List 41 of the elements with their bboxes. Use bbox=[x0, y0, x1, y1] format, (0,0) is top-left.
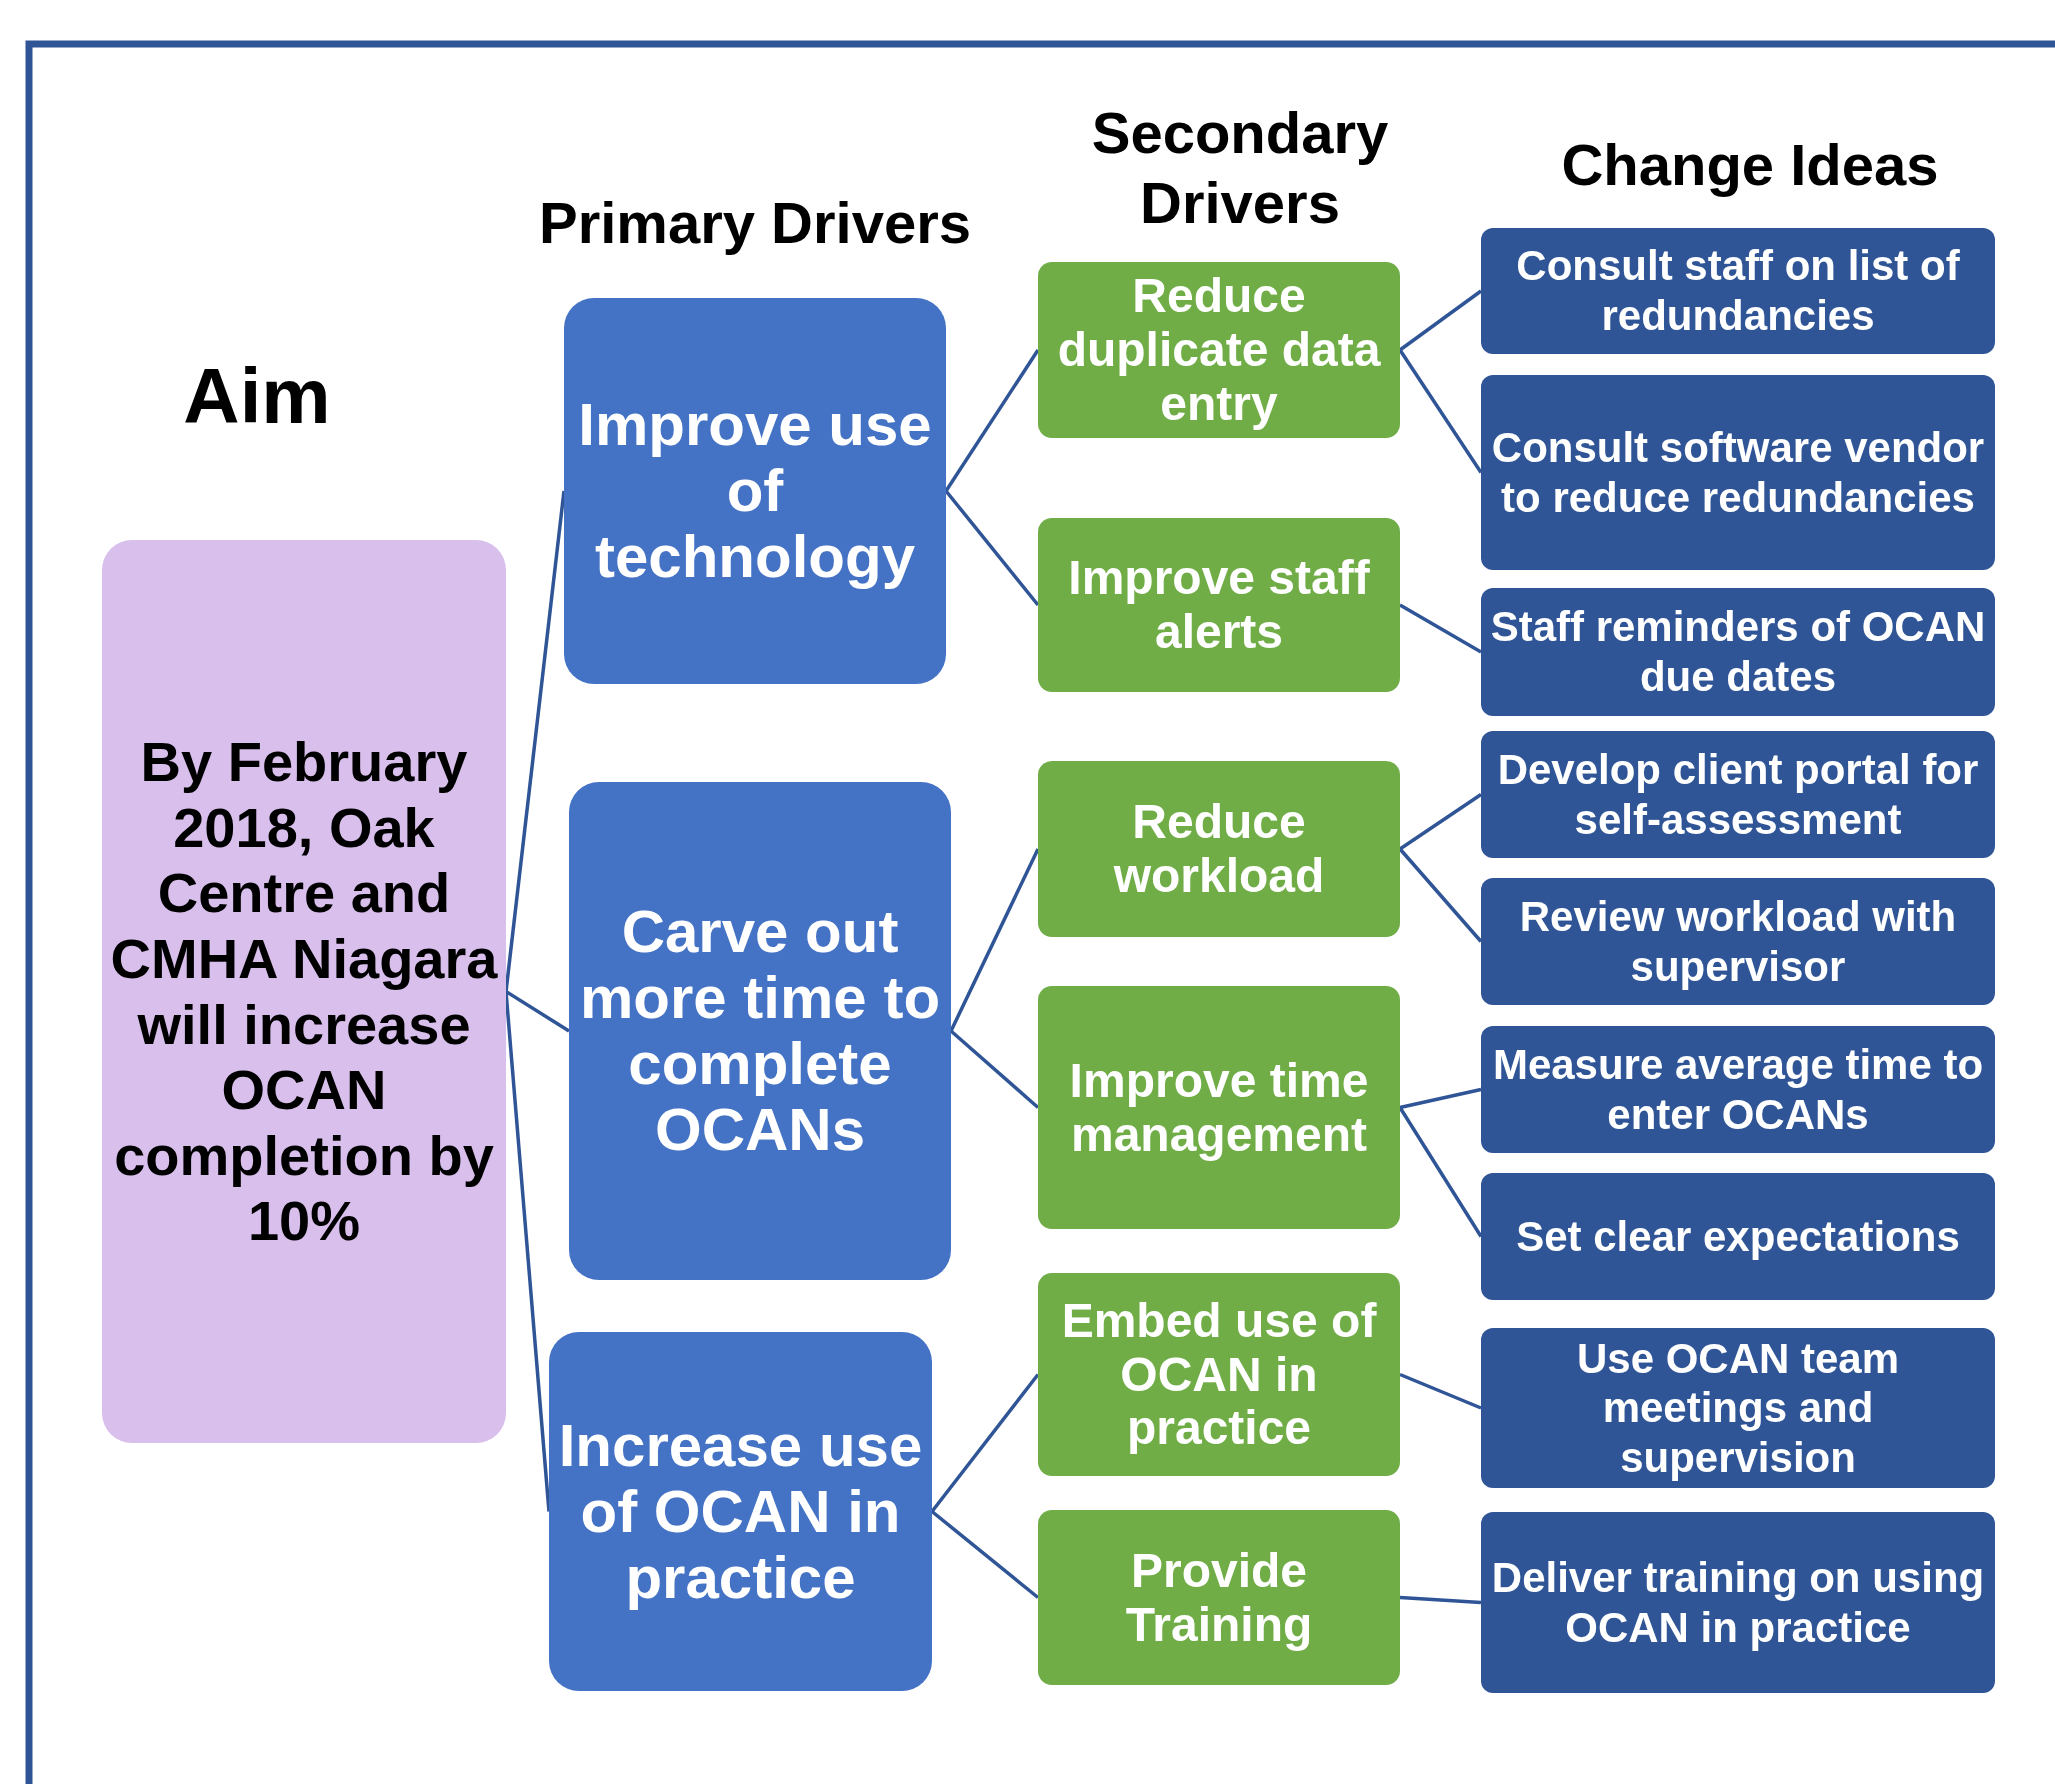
change-idea-box: Staff reminders of OCAN due dates bbox=[1481, 588, 1995, 716]
secondary-driver-box: Embed use of OCAN in practice bbox=[1038, 1273, 1400, 1476]
change-idea-box: Deliver training on using OCAN in practice bbox=[1481, 1512, 1995, 1693]
change-idea-box: Measure average time to enter OCANs bbox=[1481, 1026, 1995, 1153]
connector-line bbox=[1399, 603, 1482, 654]
connector-line bbox=[1398, 289, 1483, 352]
change-idea-box: Consult software vendor to reduce redundancies bbox=[1481, 375, 1995, 570]
secondary-driver-box: Reduce duplicate data entry bbox=[1038, 262, 1400, 438]
connector-line bbox=[1398, 847, 1483, 943]
column-heading: Secondary Drivers bbox=[1090, 99, 1390, 237]
connector-line bbox=[505, 990, 570, 1033]
column-heading: Primary Drivers bbox=[537, 189, 973, 257]
change-idea-box: Set clear expectations bbox=[1481, 1173, 1995, 1300]
connector-line bbox=[1398, 349, 1483, 474]
connector-line bbox=[944, 349, 1040, 492]
change-idea-box: Use OCAN team meetings and supervision bbox=[1481, 1328, 1995, 1488]
connector-line bbox=[1399, 1595, 1482, 1605]
change-idea-box: Consult staff on list of redundancies bbox=[1481, 228, 1995, 354]
connector-line bbox=[504, 490, 566, 992]
column-heading: Aim bbox=[182, 351, 332, 442]
secondary-driver-box: Reduce workload bbox=[1038, 761, 1400, 937]
connector-line bbox=[949, 1029, 1040, 1109]
secondary-driver-box: Improve staff alerts bbox=[1038, 518, 1400, 692]
primary-driver-box: Carve out more time to complete OCANs bbox=[569, 782, 951, 1280]
connector-line bbox=[504, 991, 551, 1512]
connector-line bbox=[930, 1510, 1040, 1599]
connector-line bbox=[930, 1373, 1040, 1513]
aim-box: By February 2018, Oak Centre and CMHA Niagara will increase OCAN completion by 10% bbox=[102, 540, 506, 1443]
secondary-driver-box: Provide Training bbox=[1038, 1510, 1400, 1685]
connector-line bbox=[949, 848, 1040, 1032]
primary-driver-box: Improve use of technology bbox=[564, 298, 946, 684]
column-heading: Change Ideas bbox=[1560, 131, 1940, 199]
change-idea-box: Develop client portal for self-assessment bbox=[1481, 731, 1995, 858]
secondary-driver-box: Improve time management bbox=[1038, 986, 1400, 1229]
connector-line bbox=[1399, 1087, 1482, 1110]
connector-line bbox=[1399, 1372, 1482, 1410]
connector-line bbox=[1398, 1106, 1483, 1238]
connector-line bbox=[1399, 793, 1482, 851]
primary-driver-box: Increase use of OCAN in practice bbox=[549, 1332, 932, 1691]
connector-line bbox=[944, 489, 1040, 607]
change-idea-box: Review workload with supervisor bbox=[1481, 878, 1995, 1005]
